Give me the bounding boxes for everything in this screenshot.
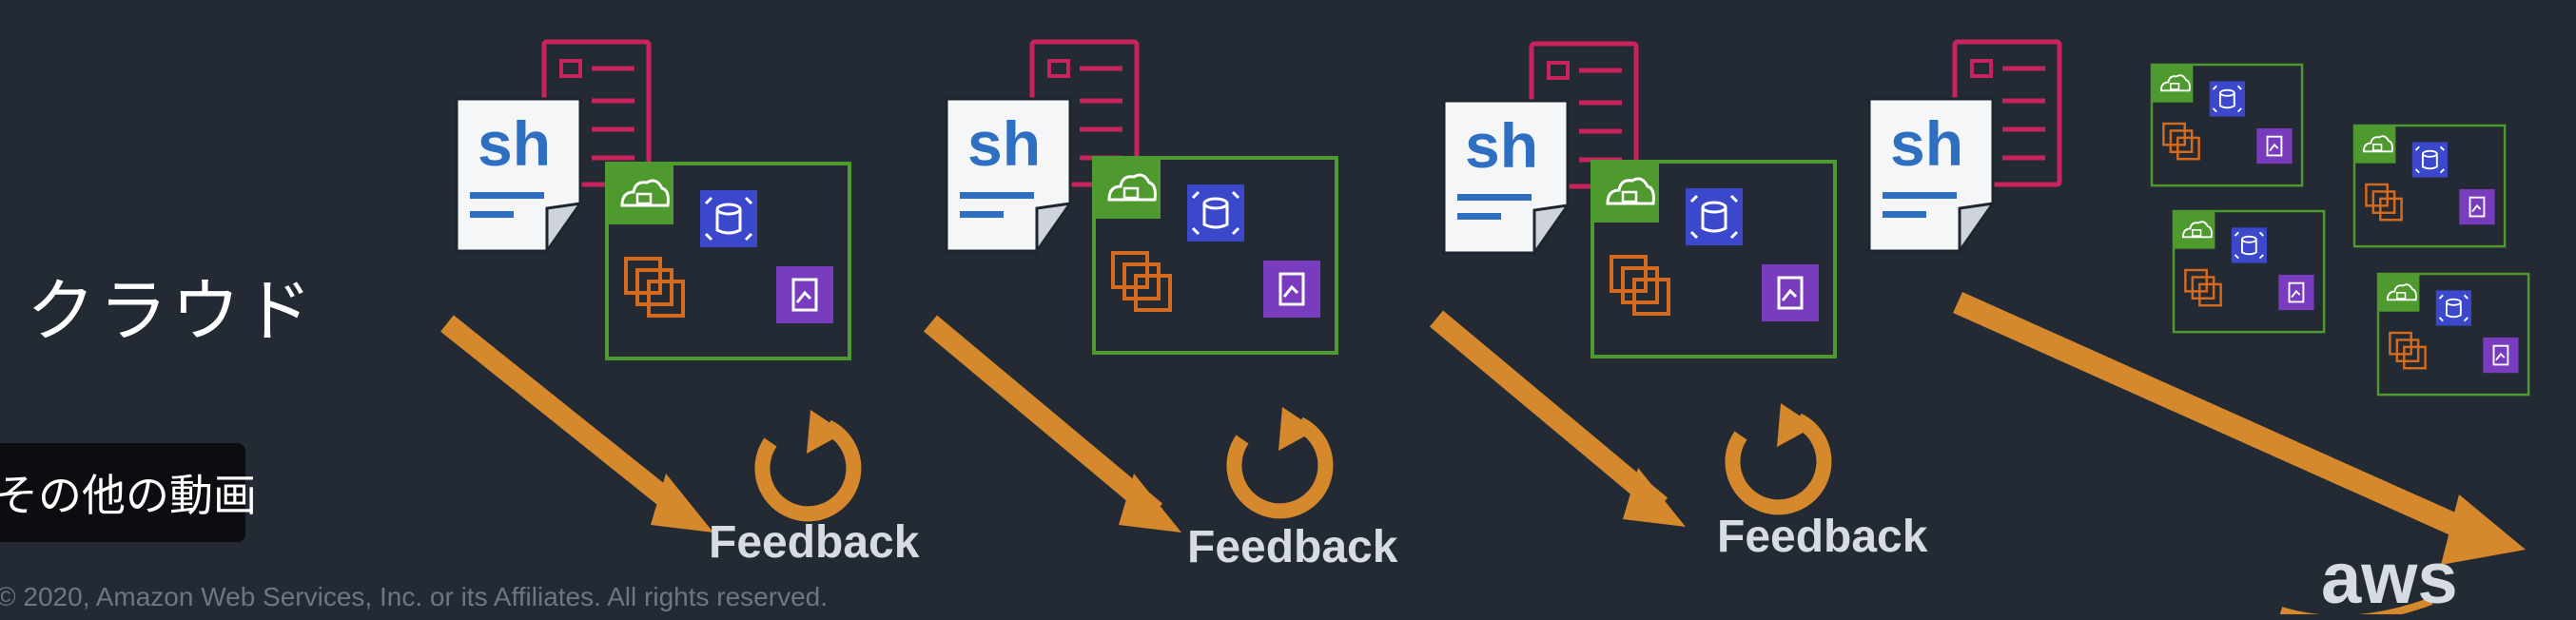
service-group-1 xyxy=(605,162,851,360)
feedback-label-1: Feedback xyxy=(709,517,920,568)
shell-script-icon xyxy=(1442,99,1570,255)
deploy-arrow-4 xyxy=(1953,292,2488,548)
service-group-small-4 xyxy=(2376,272,2530,397)
service-group-small-3 xyxy=(2352,124,2507,248)
service-group-2 xyxy=(1092,156,1338,355)
shell-script-icon xyxy=(455,97,582,253)
service-group-small-2 xyxy=(2172,209,2326,334)
stage-3 xyxy=(1429,44,1837,527)
shell-script-icon xyxy=(1867,97,1995,253)
loop-arrow-icon xyxy=(762,410,853,513)
stage-2 xyxy=(923,42,1338,533)
more-videos-button[interactable]: その他の動画 xyxy=(0,443,257,542)
copyright-notice: © 2020, Amazon Web Services, Inc. or its… xyxy=(0,582,828,611)
deploy-arrow-1 xyxy=(440,315,692,522)
aws-logo: aws xyxy=(2321,538,2458,619)
shell-script-icon xyxy=(945,97,1072,253)
service-group-small-1 xyxy=(2150,63,2304,187)
deploy-arrow-3 xyxy=(1429,310,1669,514)
deploy-arrow-2 xyxy=(923,315,1163,520)
more-videos-label: その他の動画 xyxy=(0,470,257,521)
feedback-label-3: Feedback xyxy=(1717,512,1928,562)
aws-smile xyxy=(2279,597,2433,614)
service-group-3 xyxy=(1590,160,1837,358)
loop-arrow-icon xyxy=(1732,403,1824,507)
feedback-label-2: Feedback xyxy=(1187,522,1398,572)
slide-title: クラウド xyxy=(27,271,317,351)
stage-1 xyxy=(440,42,853,533)
stage-4 xyxy=(1867,42,2530,565)
loop-arrow-icon xyxy=(1234,407,1325,511)
